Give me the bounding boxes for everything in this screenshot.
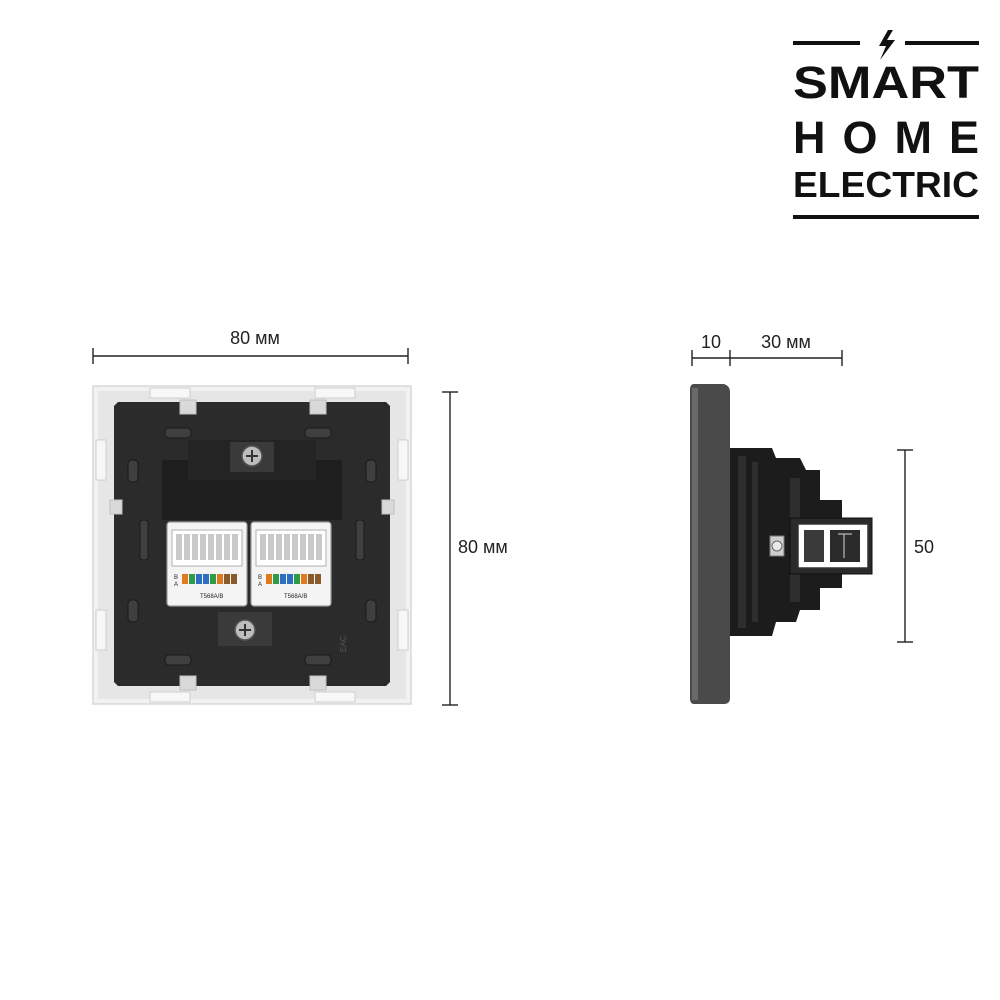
side-view: 10 30 мм 50 (690, 332, 934, 704)
lightning-icon (879, 30, 895, 60)
right-jack-pin-a: A (258, 582, 262, 588)
side-depth-dimension: 10 30 мм (691, 332, 843, 366)
frame-tabs (109, 399, 395, 691)
body-depth-label: 30 мм (761, 332, 811, 352)
front-width-dimension: 80 мм (92, 328, 409, 364)
body-height-label: 50 (914, 537, 934, 557)
bottom-screw (218, 612, 272, 646)
logo-line-electric: ELECTRIC (793, 164, 979, 205)
left-jack-standard-label: T568A/B (200, 594, 223, 600)
side-connector-terminal (769, 517, 873, 575)
logo-line-home: HOME (793, 112, 979, 163)
front-view: 80 мм 80 мм (92, 328, 508, 706)
rj45-jack-right: B A T568A/B (250, 521, 332, 607)
mechanism-slots (127, 427, 377, 666)
plate-depth-label: 10 (701, 332, 721, 352)
front-height-label: 80 мм (458, 537, 508, 557)
brand-logo: SMART HOME ELECTRIC (793, 30, 979, 219)
certification-mark: EAC (339, 635, 348, 652)
rj45-jack-left: B A T568A/B (166, 521, 248, 607)
top-screw (230, 442, 274, 472)
right-jack-pin-b: B (258, 575, 262, 581)
frame-clips (95, 387, 409, 703)
left-jack-pin-a: A (174, 582, 178, 588)
logo-line-smart: SMART (793, 57, 979, 108)
side-height-dimension: 50 (897, 449, 934, 643)
front-width-label: 80 мм (230, 328, 280, 348)
right-jack-color-code (266, 574, 321, 584)
left-jack-pin-b: B (174, 575, 178, 581)
front-height-dimension: 80 мм (442, 391, 508, 706)
side-plate-highlight (692, 388, 698, 700)
right-jack-standard-label: T568A/B (284, 594, 307, 600)
side-plate (690, 384, 730, 704)
left-jack-color-code (182, 574, 237, 584)
